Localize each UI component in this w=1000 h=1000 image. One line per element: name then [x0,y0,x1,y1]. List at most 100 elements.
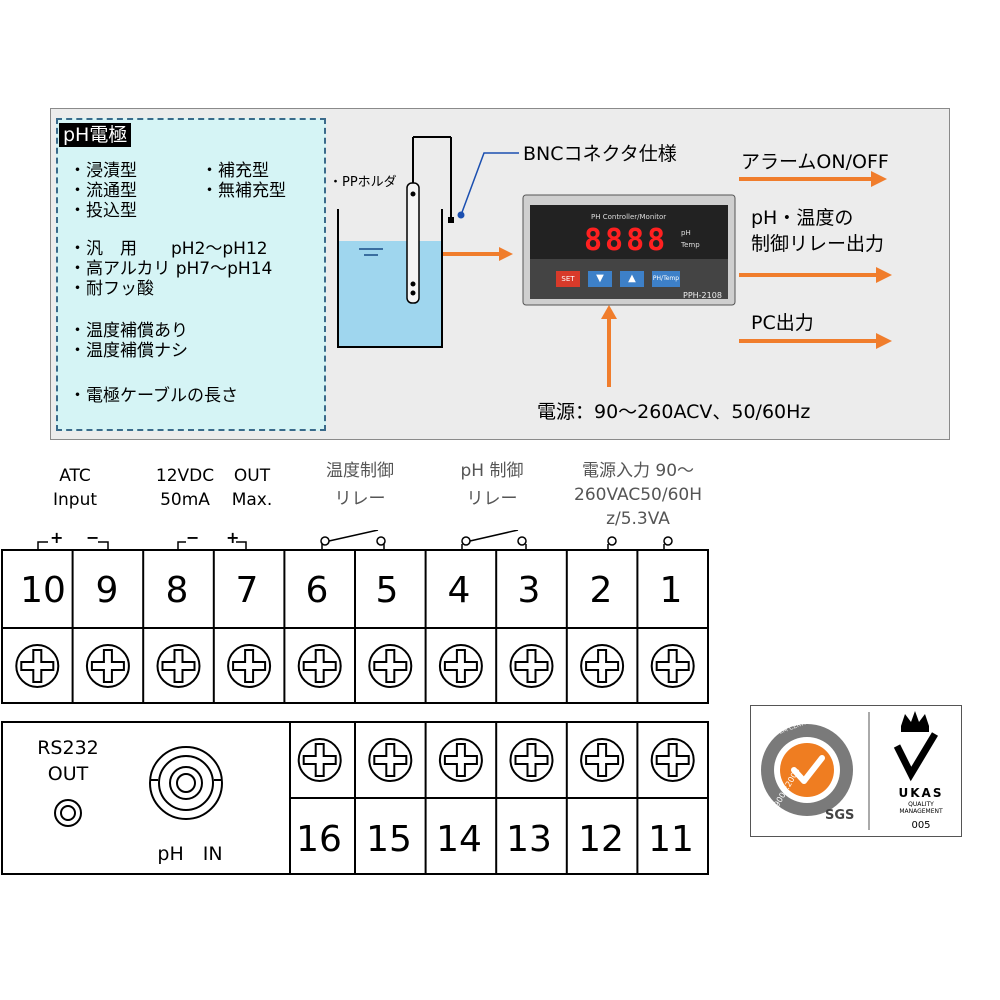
cable-length: ・電極ケーブルの長さ [69,386,238,406]
controller-display: 8888 [584,223,669,258]
terminal-2: 2 [589,570,613,611]
atc-label-1: ATC [59,466,91,486]
screw-icon [438,738,483,782]
terminal-7: 7 [235,570,259,611]
out-label-2: Max. [231,490,273,510]
top-terminal-dividers [71,550,639,703]
temp-relay-switch-symbol [320,530,386,550]
power-input-label-3: z/5.3VA [606,509,670,529]
electrode-type-insertion: ・投込型 [69,201,137,221]
range-hf-resistant: ・耐フッ酸 [69,279,154,299]
terminal-13: 13 [506,819,552,860]
polarity-minus-8: − [186,528,200,547]
polarity-brackets [37,541,247,550]
top-terminal-screws [15,644,695,688]
crown-icon [901,711,929,732]
screw-icon [368,644,413,688]
ukas-sub-2: MANAGEMENT [899,808,943,815]
ph-relay-switch-symbol [461,530,527,550]
system-overview-panel: pH電極 ・浸漬型 ・流通型 ・投込型 ・補充型 ・無補充型 ・汎 用 pH2〜… [50,108,950,440]
pc-output-label: PC出力 [751,312,814,334]
rs232-label-1: RS232 [37,737,99,759]
terminal-14: 14 [436,819,482,860]
terminal-3: 3 [517,570,541,611]
screw-icon [650,644,695,688]
bnc-connector-label: BNCコネクタ仕様 [523,143,677,165]
ph-in-label: pH IN [157,843,223,865]
controller-header: PH Controller/Monitor [591,213,667,221]
indicator-ph: pH [681,229,691,237]
screw-icon [85,644,130,688]
down-button[interactable]: ▼ [588,271,612,287]
ukas-sub-1: QUALITY [908,801,934,808]
temp-comp-yes: ・温度補償あり [69,321,188,341]
screw-icon [297,644,342,688]
triangle-up-icon: ▲ [628,273,636,284]
bnc-leader-line [460,152,519,216]
relay-output-label-2: 制御リレー出力 [751,233,885,255]
atc-label-2: Input [52,490,98,510]
vdc-label-2: 50mA [160,490,210,510]
certification-logo-box: SYSTEM CERTIFICATION ISO 9001:2008 SGS U… [750,705,962,837]
certification-logo [761,711,939,830]
terminal-1: 1 [659,570,683,611]
alarm-label: アラームON/OFF [741,151,889,173]
ukas-number: 005 [911,820,931,831]
terminal-11: 11 [648,819,694,860]
screw-icon [297,738,342,782]
rs232-jack-icon [54,799,82,827]
temp-relay-label-2: リレー [334,489,386,509]
pp-holder-label: ・PPホルダ [329,175,397,190]
range-general: ・汎 用 pH2〜pH12 [69,239,268,259]
set-button[interactable]: SET [556,271,580,287]
up-button[interactable]: ▲ [620,271,644,287]
electrode-type-no-refill: ・無補充型 [201,181,286,201]
controller-model: PPH-2108 [683,291,722,300]
ph-electrode-probe [406,136,452,304]
ph-temp-button[interactable]: PH/Temp [652,271,680,287]
beaker-liquid [338,241,442,347]
electrode-type-immersion: ・浸漬型 [69,161,137,181]
power-input-label-2: 260VAC50/60H [574,485,702,505]
power-supply-label: 電源：90〜260ACV、50/60Hz [537,401,811,423]
rs232-label-2: OUT [47,763,89,785]
terminal-5: 5 [375,570,399,611]
terminal-4: 4 [447,570,471,611]
range-high-alkali: ・高アルカリ pH7〜pH14 [69,259,273,279]
beaker [337,209,443,348]
terminal-15: 15 [366,819,412,860]
terminal-8: 8 [165,570,189,611]
ph-relay-label-2: リレー [466,489,518,509]
indicator-temp: Temp [681,241,700,249]
electrode-type-refill: ・補充型 [201,161,269,181]
ph-relay-label-1: pH 制御 [460,461,524,481]
terminal-9: 9 [95,570,119,611]
bottom-terminal-dividers [354,722,639,874]
screw-icon [650,738,695,782]
power-terminal-symbols [607,536,673,550]
ukas-check-icon [893,732,939,782]
terminal-12: 12 [578,819,624,860]
vdc-label-1: 12VDC [155,466,215,486]
electrode-type-flow: ・流通型 [69,181,137,201]
electrode-options-box [56,118,326,431]
screw-icon [368,738,413,782]
bnc-jack-icon [149,746,223,820]
screw-icon [580,644,625,688]
terminal-6: 6 [305,570,329,611]
terminal-16: 16 [296,819,342,860]
check-icon [791,755,825,784]
sgs-text: SGS [825,808,855,823]
screw-icon [438,644,483,688]
triangle-down-icon: ▼ [596,273,604,284]
screw-icon [156,644,201,688]
bnc-connector-point [448,217,454,223]
screw-icon [227,644,272,688]
relay-output-label-1: pH・温度の [751,207,854,229]
terminal-block-drawing [1,530,709,875]
terminal-10: 10 [20,570,66,611]
screw-icon [509,644,554,688]
bottom-terminal-screws [297,738,695,782]
screw-icon [580,738,625,782]
screw-icon [15,644,60,688]
